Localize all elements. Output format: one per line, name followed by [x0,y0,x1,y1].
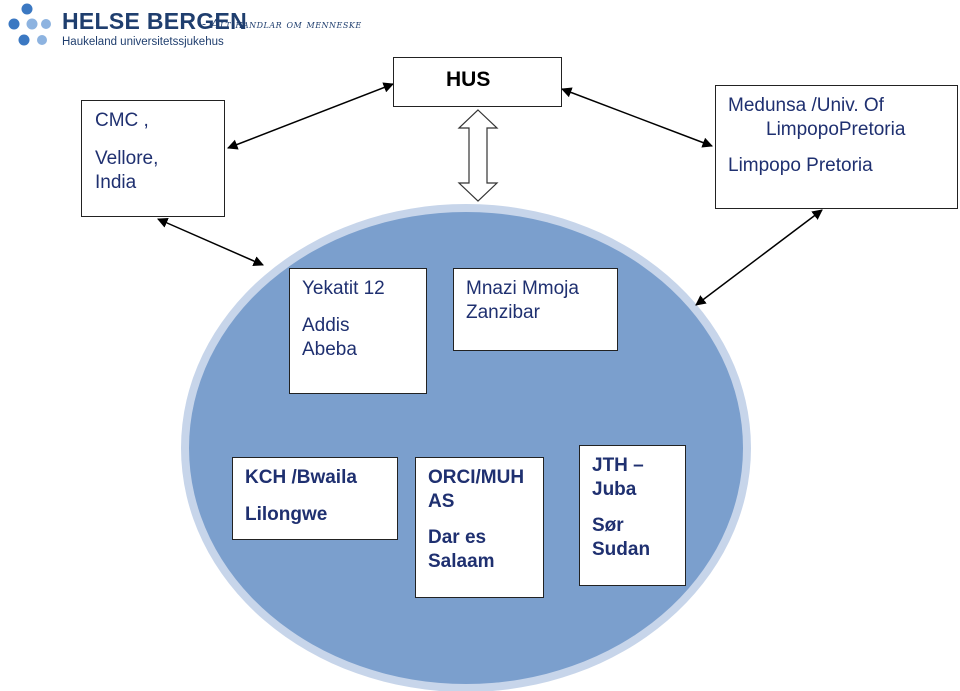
node-yekatit-line1: Yekatit 12 [302,278,385,299]
node-cmc-line2: Vellore, [95,148,159,169]
node-hus-label: HUS [446,68,491,91]
node-mnazi-line1: Mnazi Mmoja [466,278,579,299]
node-medunsa-line2: LimpopoPretoria [766,119,906,140]
logo-dots-icon [8,3,51,46]
node-orci: ORCI/MUH AS Dar es Salaam [415,457,544,598]
node-orci-line1: ORCI/MUH [428,467,525,488]
node-hus: HUS [393,57,562,107]
node-yekatit-line2: Addis [302,315,350,336]
double-arrow-hus-circle [457,109,499,202]
helse-bergen-logo: HELSE BERGEN - Alt handlar om menneske H… [0,0,380,52]
node-jth-line1: JTH – [592,455,644,476]
node-medunsa-line1: Medunsa /Univ. Of [728,95,884,116]
node-mnazi-line2: Zanzibar [466,302,540,323]
logo-subtitle: Haukeland universitetssjukehus [62,36,224,48]
node-orci-line2: AS [428,491,455,512]
node-cmc-vellore: CMC , Vellore, India [81,100,225,217]
arrow-cmc-circle [157,217,264,267]
node-jth-line2: Juba [592,479,637,500]
node-kch-line1: KCH /Bwaila [245,467,357,488]
logo-tagline: - Alt handlar om menneske [202,17,362,31]
node-jth-line3: Sør [592,515,624,536]
node-medunsa: Medunsa /Univ. Of LimpopoPretoria Limpop… [715,85,958,209]
node-medunsa-line3: Limpopo Pretoria [728,155,873,176]
node-jth-line4: Sudan [592,539,651,560]
node-kch: KCH /Bwaila Lilongwe [232,457,398,540]
node-mnazi-mmoja: Mnazi Mmoja Zanzibar [453,268,618,351]
node-orci-line3: Dar es [428,527,487,548]
node-cmc-line3: India [95,172,137,193]
arrow-medunsa-circle [695,209,823,306]
node-yekatit-line3: Abeba [302,339,357,360]
arrow-cmc-hus [227,82,394,150]
node-yekatit: Yekatit 12 Addis Abeba [289,268,427,394]
node-jth: JTH – Juba Sør Sudan [579,445,686,586]
node-cmc-line1: CMC , [95,110,149,131]
node-kch-line2: Lilongwe [245,504,328,525]
arrow-hus-medunsa [561,87,713,148]
logo-name: HELSE BERGEN [62,8,248,34]
node-orci-line4: Salaam [428,551,495,572]
